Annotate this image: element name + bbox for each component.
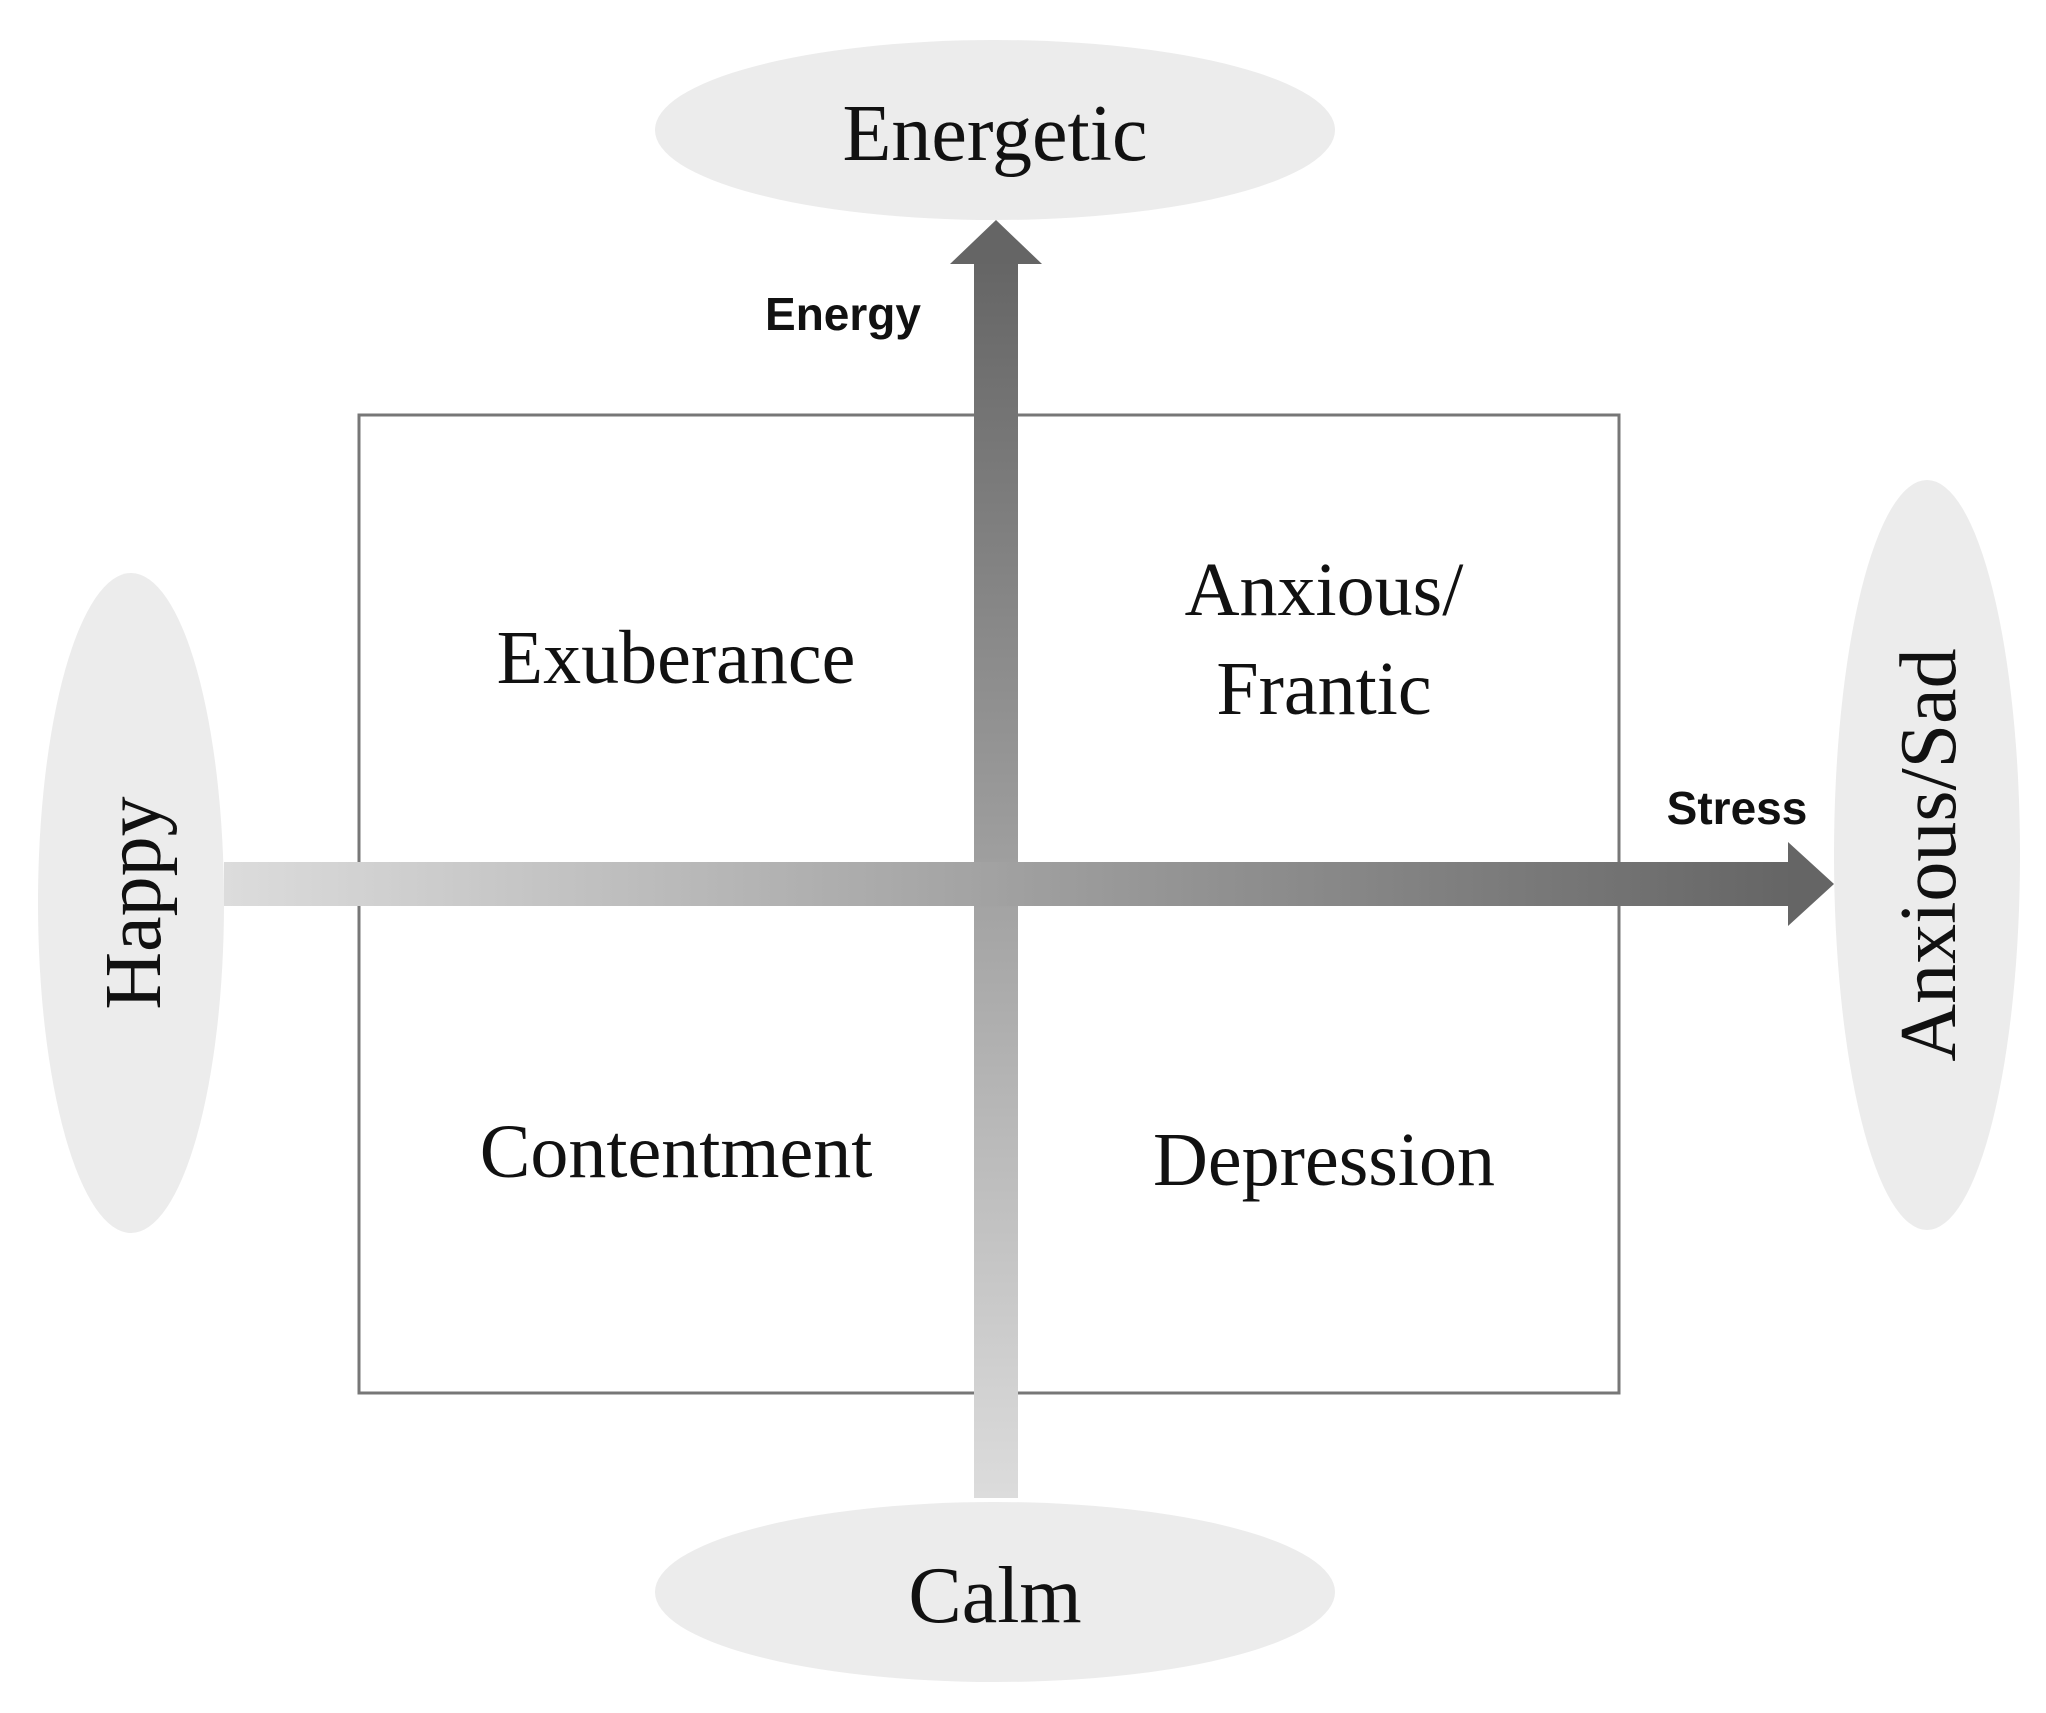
ellipse-anxious-sad (1834, 480, 2020, 1230)
quadrant-label-depression: Depression (1153, 1118, 1495, 1202)
pole-label-happy: Happy (90, 796, 178, 1009)
pole-label-anxious-sad: Anxious/Sad (1885, 648, 1973, 1061)
axis-label-stress: Stress (1667, 782, 1808, 834)
ellipse-calm (655, 1502, 1335, 1682)
ellipse-energetic (655, 40, 1335, 220)
energy-arrow-head (950, 220, 1042, 264)
axis-label-energy: Energy (765, 288, 921, 340)
quadrant-label-anxious-line1: Anxious/ (1185, 548, 1465, 632)
pole-label-energetic: Energetic (842, 90, 1147, 178)
pole-label-calm: Calm (908, 1552, 1081, 1640)
quadrant-label-contentment: Contentment (480, 1110, 873, 1194)
stress-arrow-head (1788, 842, 1834, 926)
ellipse-happy (38, 573, 224, 1233)
quadrant-label-frantic-line2: Frantic (1216, 647, 1431, 731)
stress-arrow-shaft (224, 862, 1794, 906)
quadrant-label-exuberance: Exuberance (497, 616, 856, 700)
